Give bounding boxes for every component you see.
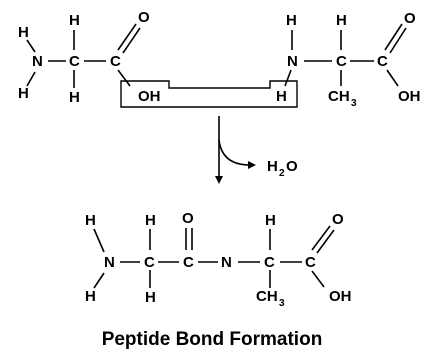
- atom-h: H: [69, 12, 80, 29]
- atom-n: N: [287, 53, 298, 70]
- atom-c: C: [377, 53, 388, 70]
- glycine-molecule: H H N H C H C O OH: [18, 9, 161, 106]
- atom-n: N: [221, 254, 232, 271]
- double-bond: [389, 27, 407, 54]
- diagram-title: Peptide Bond Formation: [102, 329, 323, 350]
- subscript-3: 3: [351, 98, 357, 109]
- atom-ch: CH: [328, 88, 350, 105]
- atom-c: C: [183, 254, 194, 271]
- bond: [284, 69, 292, 87]
- dipeptide-molecule: H H N H C H O C N H C CH 3 C O OH: [85, 210, 352, 309]
- atom-h: H: [85, 288, 96, 305]
- atom-h: H: [336, 12, 347, 29]
- water-o: O: [286, 158, 298, 175]
- water-h: H: [267, 158, 278, 175]
- atom-h: H: [145, 289, 156, 306]
- bond: [26, 39, 36, 53]
- atom-o: O: [332, 211, 344, 228]
- atom-h: H: [18, 85, 29, 102]
- condensation-highlight-box: [120, 80, 298, 108]
- bond: [117, 69, 131, 87]
- atom-c: C: [110, 53, 121, 70]
- atom-o: O: [138, 9, 150, 26]
- atom-o: O: [404, 10, 416, 27]
- alanine-molecule: H N H H C CH 3 C O OH: [276, 10, 421, 109]
- atom-h: H: [286, 12, 297, 29]
- subscript-3: 3: [279, 298, 285, 309]
- atom-h: H: [265, 212, 276, 229]
- atom-ch: CH: [256, 288, 278, 305]
- double-bond: [316, 229, 335, 254]
- atom-oh: OH: [398, 88, 421, 105]
- atom-h: H: [145, 212, 156, 229]
- bond: [93, 228, 105, 253]
- bond: [386, 69, 399, 87]
- bond: [311, 270, 325, 288]
- atom-c: C: [305, 254, 316, 271]
- atom-c: C: [69, 53, 80, 70]
- atom-n: N: [32, 53, 43, 70]
- atom-c: C: [336, 53, 347, 70]
- bond: [26, 71, 36, 87]
- atom-h: H: [69, 89, 80, 106]
- double-bond: [122, 27, 141, 54]
- double-bond: [117, 23, 137, 51]
- arrow-release: [218, 139, 256, 169]
- bond: [93, 272, 105, 289]
- atom-h: H: [85, 212, 96, 229]
- atom-oh: OH: [329, 288, 352, 305]
- atom-n: N: [104, 254, 115, 271]
- atom-o: O: [182, 210, 194, 227]
- atom-h: H: [18, 24, 29, 41]
- water-subscript-2: 2: [279, 168, 285, 179]
- atom-c: C: [264, 254, 275, 271]
- atom-h: H: [276, 88, 287, 105]
- atom-oh: OH: [138, 88, 161, 105]
- atom-c: C: [144, 254, 155, 271]
- reaction-arrow: H 2 O: [215, 116, 298, 184]
- double-bond: [384, 23, 403, 51]
- double-bond: [311, 225, 331, 251]
